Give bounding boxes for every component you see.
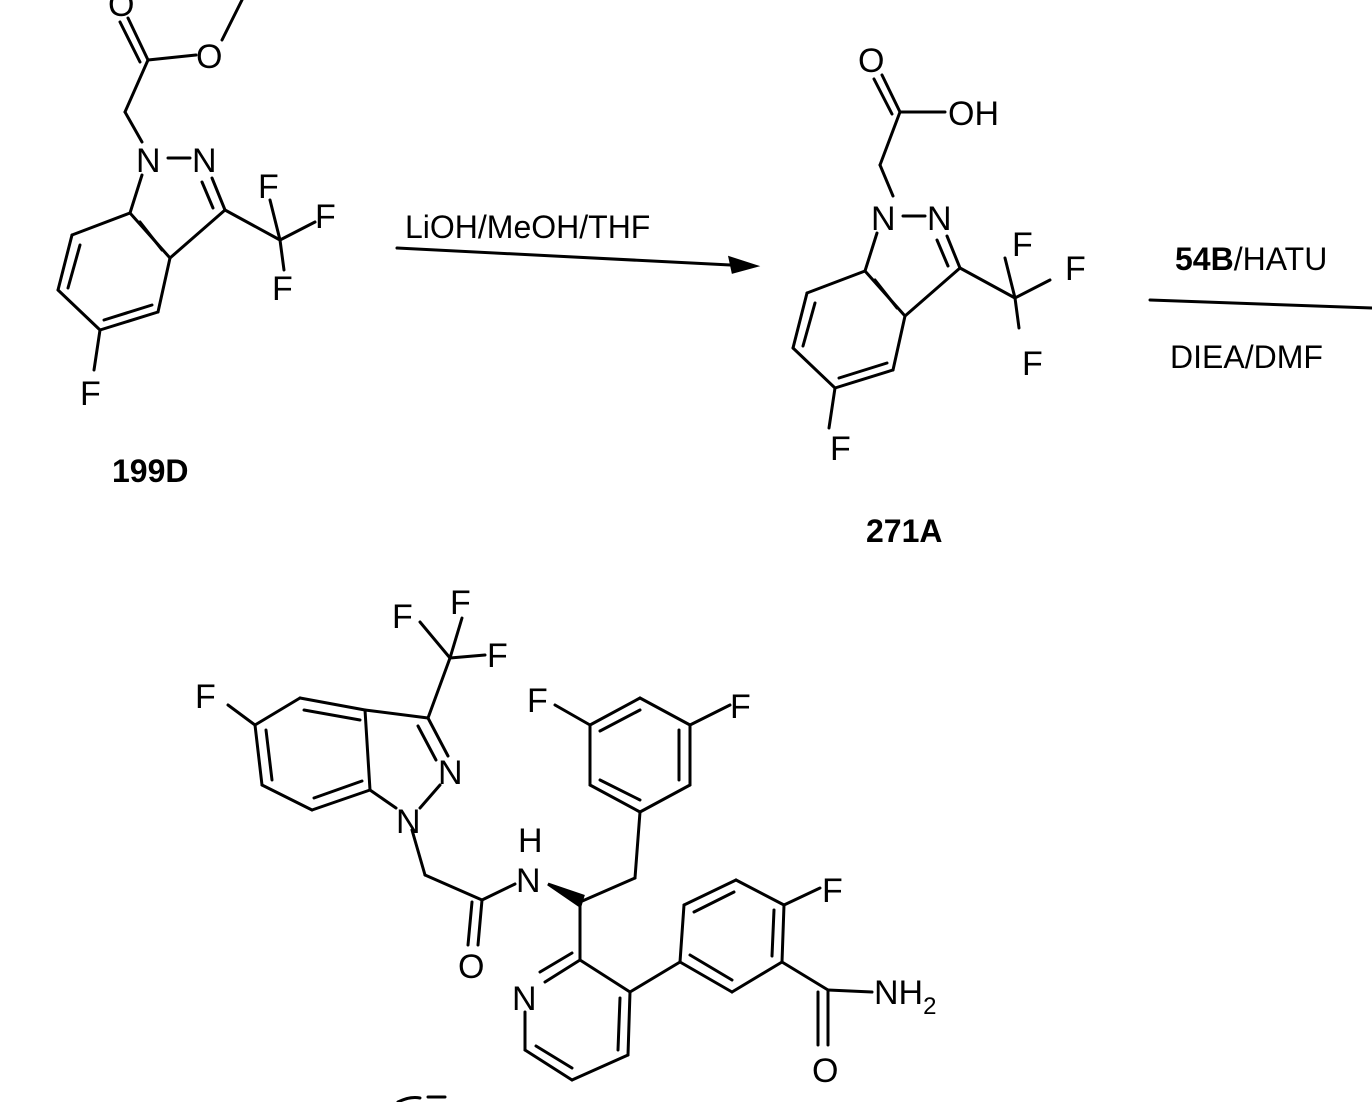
atom-f: F xyxy=(195,678,216,716)
atom-f: F xyxy=(80,375,101,413)
atom-oh: OH xyxy=(948,95,999,133)
atom-f: F xyxy=(1022,345,1043,383)
atom-o: O xyxy=(458,948,484,986)
compound-label-199D: 199D xyxy=(112,453,189,489)
reagents-step2-bottom: DIEA/DMF xyxy=(1170,339,1323,375)
reaction-arrow-1: LiOH/MeOH/THF xyxy=(395,209,761,274)
atom-f: F xyxy=(830,430,851,468)
atom-nh-h: H xyxy=(518,822,543,860)
atom-n-pyridine: N xyxy=(512,980,537,1018)
reaction-arrow-2: 54B/HATU DIEA/DMF xyxy=(1148,241,1372,375)
atom-o: O xyxy=(812,1052,838,1090)
atom-nh-n: N xyxy=(516,862,541,900)
atom-n: N xyxy=(136,142,161,180)
compound-label-271A: 271A xyxy=(866,513,943,549)
atom-n: N xyxy=(438,754,463,792)
atom-n: N xyxy=(192,142,217,180)
bonds xyxy=(226,616,874,1082)
atom-o: O xyxy=(858,42,884,80)
cutoff-label-fragment xyxy=(396,1095,447,1102)
atom-f: F xyxy=(315,198,336,236)
atom-f: F xyxy=(450,584,471,622)
reagent-54B: 54B xyxy=(1175,241,1234,277)
atom-f: F xyxy=(730,688,751,726)
atom-f: F xyxy=(822,872,843,910)
atom-o: O xyxy=(196,38,222,76)
atom-f: F xyxy=(272,270,293,308)
bonds xyxy=(56,0,317,372)
atom-n: N xyxy=(396,803,421,841)
atom-f: F xyxy=(527,682,548,720)
nh2-subscript: 2 xyxy=(923,993,936,1020)
atom-nh2: NH2 xyxy=(874,974,936,1020)
atom-f: F xyxy=(1012,226,1033,264)
reagents-step2-top: 54B/HATU xyxy=(1175,241,1327,277)
atom-n: N xyxy=(927,200,952,238)
bonds xyxy=(791,73,1052,430)
atom-n: N xyxy=(871,200,896,238)
atom-f: F xyxy=(1065,250,1086,288)
nh2-text: NH xyxy=(874,974,923,1012)
atom-f: F xyxy=(258,168,279,206)
compound-271A: O OH N N F F F F 271A xyxy=(791,42,1086,549)
atom-o: O xyxy=(108,0,134,24)
reagents-step1: LiOH/MeOH/THF xyxy=(405,209,650,245)
reagent-hatu: /HATU xyxy=(1234,241,1328,277)
compound-product: F F F F N N N H O F F N F NH2 O xyxy=(195,584,936,1102)
compound-199D: O O N N F F F F 199D xyxy=(56,0,336,489)
atom-f: F xyxy=(487,637,508,675)
atom-f: F xyxy=(392,598,413,636)
